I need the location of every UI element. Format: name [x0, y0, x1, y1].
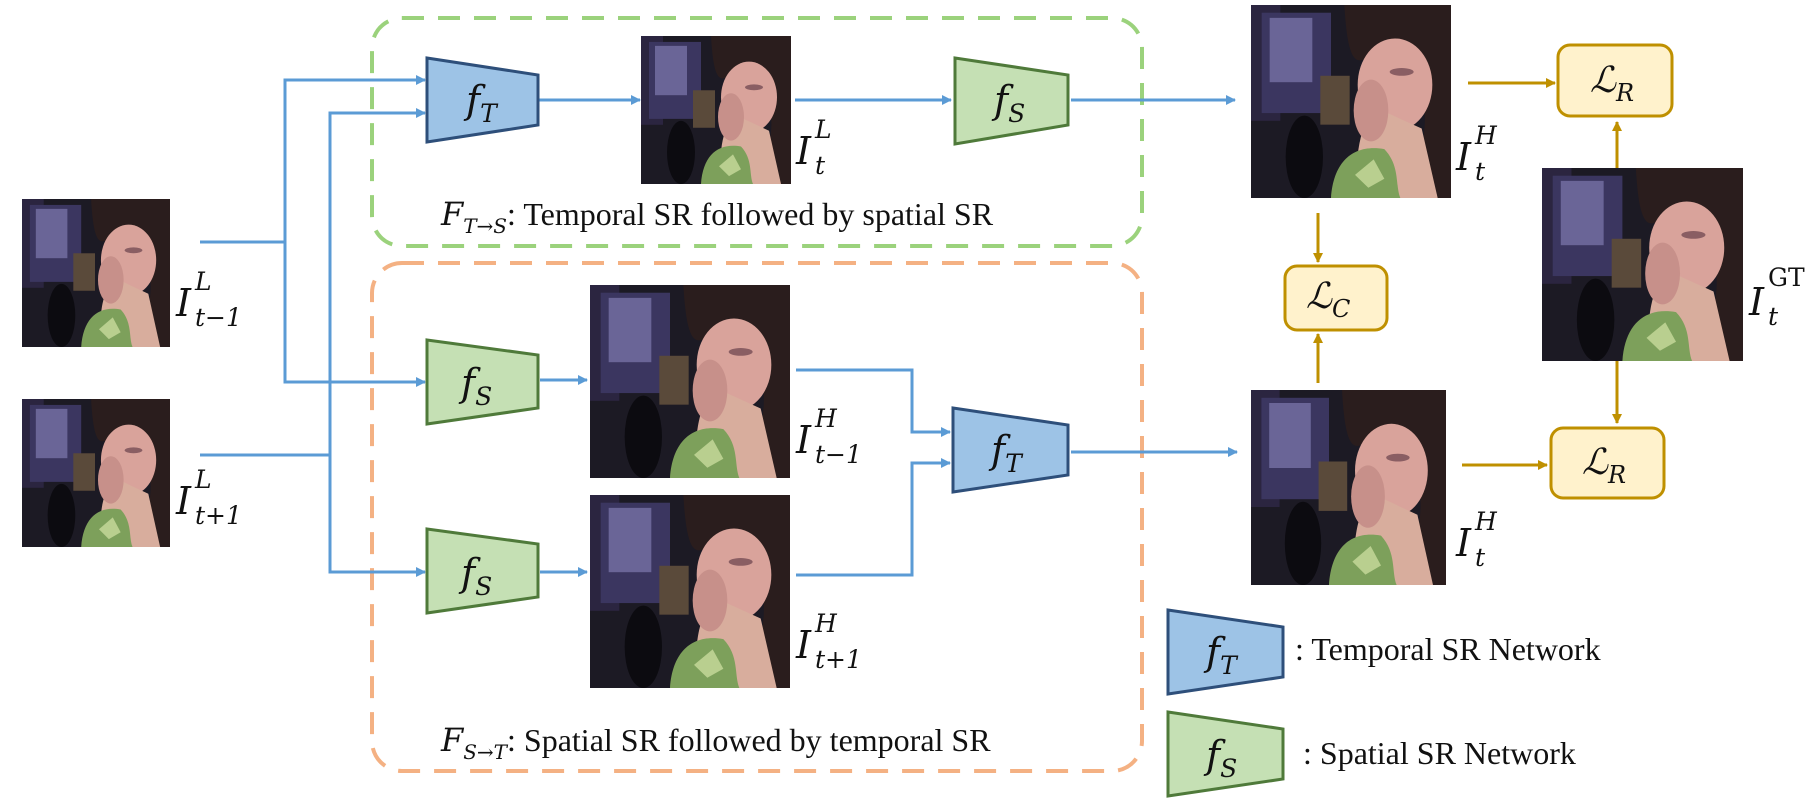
arrow-prev-to-spatial [283, 242, 426, 387]
svg-text:I: I [1455, 521, 1472, 565]
frame-interp-low [641, 36, 791, 184]
svg-text:I: I [795, 418, 812, 462]
svg-text:ℒR: ℒR [1590, 60, 1634, 107]
svg-text:ℒC: ℒC [1306, 276, 1350, 323]
temporal-network-bottom: fT [951, 406, 1070, 494]
spatial-network-top: fS [953, 56, 1070, 146]
label-spatial-prev: I H t−1 [795, 404, 862, 469]
caption-t-to-s: FT→S: Temporal SR followed by spatial SR [440, 195, 994, 238]
svg-text:H: H [814, 609, 838, 638]
svg-text:t: t [1768, 302, 1779, 331]
temporal-network-top: fT [425, 56, 540, 144]
svg-text:I: I [175, 479, 192, 523]
svg-text:L: L [194, 465, 212, 494]
spatial-network-upper: fS [425, 338, 540, 426]
svg-text:H: H [1474, 121, 1498, 150]
label-ground-truth: I GT t [1748, 263, 1805, 331]
svg-text:t: t [815, 151, 826, 180]
legend-spatial-text: : Spatial SR Network [1303, 735, 1576, 771]
arrow-next-to-spatial [200, 453, 426, 577]
label-input-prev: I L t−1 [175, 267, 242, 332]
svg-text:L: L [194, 267, 212, 296]
svg-text:t: t [1475, 543, 1486, 572]
frame-input-prev [22, 199, 170, 347]
svg-text:t−1: t−1 [195, 303, 242, 332]
svg-text:GT: GT [1768, 263, 1805, 292]
label-input-next: I L t+1 [175, 465, 242, 530]
arrow-prev-to-temporal [200, 75, 426, 244]
label-interp-low: I L t [795, 115, 832, 180]
svg-text:t: t [1475, 157, 1486, 186]
svg-text:t−1: t−1 [815, 440, 862, 469]
arrow-next-to-temporal [328, 108, 426, 455]
loss-consistency-label: ℒ [1306, 276, 1333, 317]
label-output-top: I H t [1455, 121, 1498, 186]
loss-recon-bottom: ℒR [1549, 426, 1666, 500]
spatial-network-lower: fS [425, 527, 540, 615]
svg-text:ℒR: ℒR [1582, 442, 1626, 489]
loss-recon-bottom-label: ℒ [1582, 442, 1609, 483]
svg-text:t+1: t+1 [195, 501, 242, 530]
frame-spatial-prev [590, 285, 790, 478]
svg-text:I: I [795, 623, 812, 667]
svg-text:I: I [1455, 135, 1472, 179]
svg-text:I: I [795, 129, 812, 173]
frame-input-next [22, 399, 170, 547]
frame-output-top [1251, 5, 1451, 198]
legend-spatial: fS : Spatial SR Network [1166, 710, 1576, 798]
legend-temporal: fT : Temporal SR Network [1166, 608, 1601, 696]
arrow-frame-prev-to-temporal [796, 368, 951, 437]
legend-temporal-text: : Temporal SR Network [1295, 631, 1601, 667]
svg-text:L: L [814, 115, 832, 144]
svg-text:I: I [1748, 280, 1765, 324]
label-spatial-next: I H t+1 [795, 609, 862, 674]
loss-consistency: ℒC [1283, 264, 1389, 332]
frame-spatial-next [590, 495, 790, 688]
caption-s-to-t: FS→T: Spatial SR followed by temporal SR [440, 721, 991, 764]
loss-arrows [1313, 78, 1622, 470]
frame-ground-truth [1542, 168, 1743, 361]
svg-text:t+1: t+1 [815, 645, 862, 674]
t-to-s-dashed-box [370, 16, 1144, 248]
loss-recon-top: ℒR [1556, 43, 1674, 118]
label-output-bottom: I H t [1455, 507, 1498, 572]
flow-arrows [200, 75, 1238, 577]
svg-text:H: H [1474, 507, 1498, 536]
svg-text:H: H [814, 404, 838, 433]
loss-recon-top-label: ℒ [1590, 60, 1617, 101]
frame-output-bottom [1251, 390, 1446, 585]
svg-text:I: I [175, 281, 192, 325]
arrow-frame-next-to-temporal [796, 458, 951, 577]
s-to-t-dashed-box [370, 261, 1144, 773]
